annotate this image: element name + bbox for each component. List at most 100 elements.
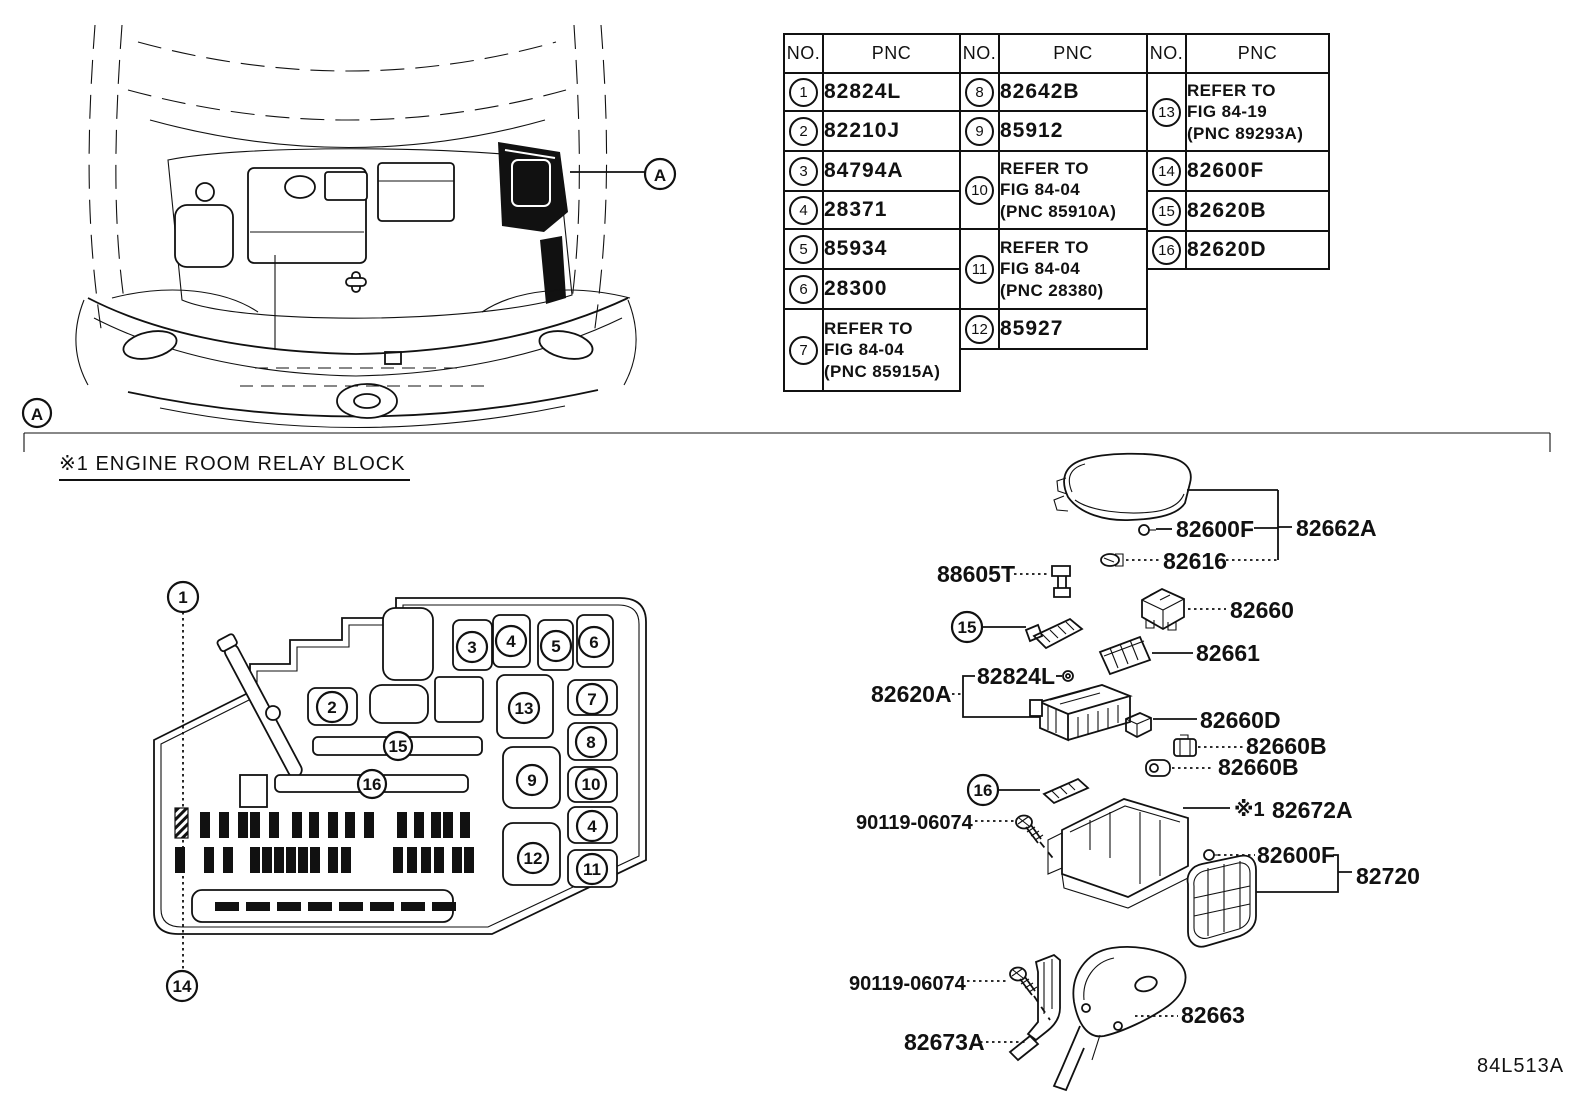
parts-table-col3: NO. PNC 13 REFER TO FIG 84-19 (PNC 89293… (1146, 33, 1330, 270)
callout-13: 13 (515, 699, 534, 718)
header-no: NO. (959, 33, 1000, 74)
part-fusible-link-15 (1024, 617, 1084, 650)
exploded-callout-16: 16 (974, 781, 993, 800)
section-note: ※1 ENGINE ROOM RELAY BLOCK (59, 451, 410, 481)
callout-10: 10 (582, 775, 601, 794)
label-note1: ※1 (1234, 799, 1265, 821)
no-cell: 12 (959, 308, 1000, 350)
part-relay-82660 (1141, 587, 1185, 631)
part-relay-block-82620a (1029, 684, 1133, 742)
label-82660b-1: 82660B (1246, 733, 1327, 759)
pnc-cell: 82824L (822, 72, 961, 112)
section-divider: A (21, 397, 1551, 452)
ref-line: FIG 84-19 (1187, 102, 1268, 122)
table-row: 10 REFER TO FIG 84-04 (PNC 85910A) (959, 150, 1148, 230)
label-82661: 82661 (1196, 640, 1260, 666)
label-82600f-top: 82600F (1176, 516, 1254, 542)
row-number-badge: 7 (789, 335, 818, 365)
ref-line: REFER TO (1000, 238, 1089, 258)
label-82672a: 82672A (1272, 797, 1353, 823)
pnc-cell: 28300 (822, 268, 961, 310)
header-no: NO. (783, 33, 824, 74)
row-number-badge: 5 (789, 234, 818, 264)
pnc-cell: 82620D (1185, 230, 1330, 270)
no-cell: 5 (783, 228, 824, 270)
label-82824l: 82824L (977, 663, 1055, 689)
row-number-badge: 12 (965, 314, 994, 344)
table-row: 13 REFER TO FIG 84-19 (PNC 89293A) (1146, 72, 1330, 152)
part-bracket-82673a (1008, 953, 1061, 1062)
pnc-cell: 85927 (998, 308, 1148, 350)
section-bracket-line (23, 432, 1551, 452)
ref-line: REFER TO (824, 319, 913, 339)
no-cell: 11 (959, 228, 1000, 310)
pnc-cell: 84794A (822, 150, 961, 192)
callout-a-circle (643, 157, 677, 191)
label-82660b-2: 82660B (1218, 754, 1299, 780)
no-cell: 7 (783, 308, 824, 392)
table-header-row: NO. PNC (1146, 33, 1330, 74)
callout-9: 9 (527, 771, 536, 790)
row-number-badge: 10 (965, 175, 994, 205)
header-pnc: PNC (998, 33, 1148, 74)
label-88605t: 88605T (937, 561, 1015, 587)
part-cover-82720 (1186, 854, 1257, 948)
callout-1: 1 (178, 588, 187, 607)
pnc-cell: 82620B (1185, 190, 1330, 232)
no-cell: 14 (1146, 150, 1187, 192)
label-90119-2: 90119-06074 (849, 973, 967, 995)
pnc-cell: 28371 (822, 190, 961, 230)
no-cell: 10 (959, 150, 1000, 230)
table-row: 11 REFER TO FIG 84-04 (PNC 28380) (959, 228, 1148, 310)
ref-line: FIG 84-04 (1000, 259, 1081, 279)
row-number-badge: 11 (965, 254, 994, 284)
label-82660: 82660 (1230, 597, 1294, 623)
ref-line: FIG 84-04 (824, 340, 905, 360)
callout-2: 2 (327, 698, 336, 717)
label-82600f-bottom: 82600F (1257, 842, 1335, 868)
pnc-cell: REFER TO FIG 84-04 (PNC 85915A) (822, 308, 961, 392)
relay-block-location-highlight (498, 142, 568, 232)
callout-11: 11 (583, 860, 601, 879)
ref-line: REFER TO (1000, 159, 1089, 179)
callout-12: 12 (524, 849, 543, 868)
pnc-cell: 82600F (1185, 150, 1330, 192)
hatched-fuse (174, 807, 189, 839)
relay-block-callouts: 1 2 3 4 5 6 7 8 9 10 11 12 13 4 15 16 14 (165, 580, 611, 1003)
part-lower-block-82672a (1047, 798, 1189, 909)
no-cell: 1 (783, 72, 824, 112)
callout-16: 16 (363, 775, 382, 794)
part-cover-82663 (1052, 946, 1187, 1092)
no-cell: 9 (959, 110, 1000, 152)
row-number-badge: 3 (789, 156, 818, 186)
table-row: 7 REFER TO FIG 84-04 (PNC 85915A) (783, 308, 961, 392)
callout-8: 8 (586, 733, 595, 752)
callout-a-label: A (654, 166, 666, 185)
row-number-badge: 15 (1152, 196, 1181, 226)
figure-code: 84L513A (1477, 1055, 1565, 1077)
row-number-badge: 14 (1152, 156, 1181, 186)
part-relay-82660d (1125, 712, 1152, 739)
label-82662a: 82662A (1296, 515, 1377, 541)
no-cell: 15 (1146, 190, 1187, 232)
part-fuse-block-82661 (1098, 635, 1152, 676)
pnc-cell: REFER TO FIG 84-19 (PNC 89293A) (1185, 72, 1330, 152)
label-90119-1: 90119-06074 (856, 812, 974, 834)
pnc-cell: REFER TO FIG 84-04 (PNC 28380) (998, 228, 1148, 310)
header-no: NO. (1146, 33, 1187, 74)
car-overview-sketch: A (75, 24, 677, 429)
header-pnc: PNC (822, 33, 961, 74)
